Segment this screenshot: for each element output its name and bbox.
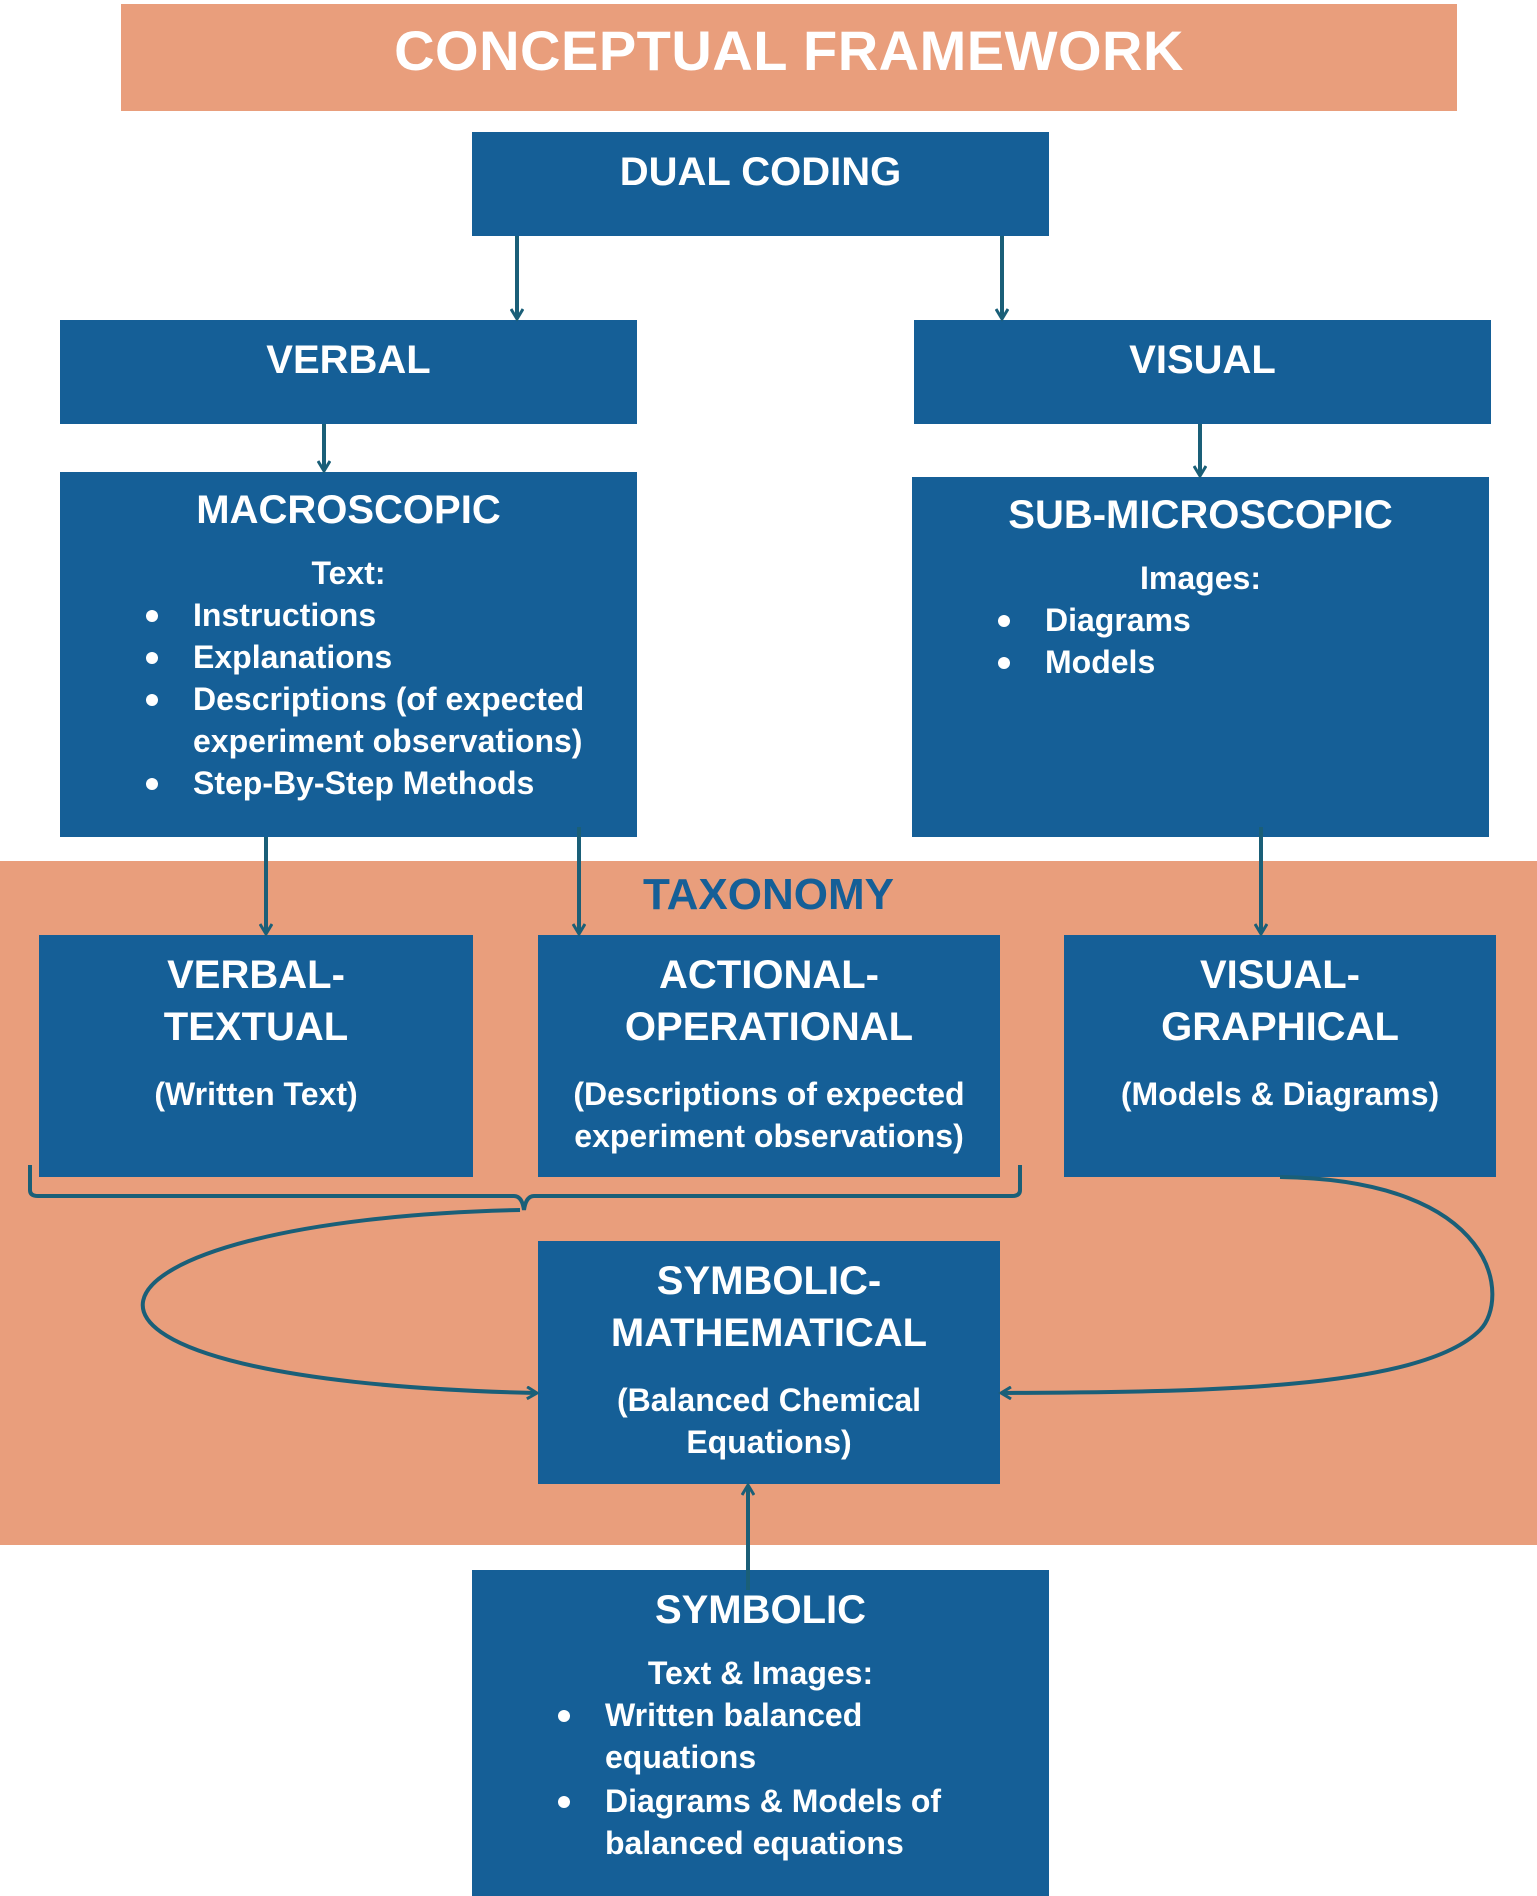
- submicroscopic-box: SUB-MICROSCOPIC Images: Diagrams Models: [912, 477, 1489, 837]
- verbal-textual-box: VERBAL- TEXTUAL (Written Text): [39, 935, 473, 1177]
- list-item: Descriptions (of expected experiment obs…: [146, 678, 617, 762]
- verbal-textual-line2: TEXTUAL: [163, 1005, 349, 1049]
- list-item: Diagrams: [998, 599, 1469, 641]
- macroscopic-box: MACROSCOPIC Text: Instructions Explanati…: [60, 472, 637, 837]
- macroscopic-heading: MACROSCOPIC: [196, 488, 501, 532]
- symbolic-list: Written balanced equations Diagrams & Mo…: [558, 1694, 989, 1864]
- taxonomy-label: TAXONOMY: [643, 870, 894, 919]
- symbolic-mathematical-line1: SYMBOLIC-: [656, 1259, 882, 1303]
- visual-graphical-line1: VISUAL-: [1200, 953, 1360, 997]
- symbolic-mathematical-description: (Balanced Chemical Equations): [616, 1382, 922, 1460]
- submicroscopic-subheading: Images:: [1140, 560, 1261, 596]
- submicroscopic-heading: SUB-MICROSCOPIC: [1008, 493, 1393, 537]
- symbolic-heading: SYMBOLIC: [654, 1588, 867, 1632]
- visual-box: VISUAL: [914, 320, 1491, 424]
- actional-operational-line1: ACTIONAL-: [659, 953, 879, 997]
- verbal-box: VERBAL: [60, 320, 637, 424]
- list-item: Explanations: [146, 636, 617, 678]
- title-band: CONCEPTUAL FRAMEWORK: [121, 4, 1457, 111]
- bracket-verbal-actional: [28, 1165, 1022, 1211]
- verbal-textual-description: (Written Text): [154, 1076, 358, 1112]
- visual-graphical-line2: GRAPHICAL: [1161, 1005, 1399, 1049]
- visual-heading: VISUAL: [1129, 338, 1276, 382]
- macroscopic-subheading: Text:: [311, 555, 386, 591]
- symbolic-mathematical-box: SYMBOLIC- MATHEMATICAL (Balanced Chemica…: [538, 1241, 1000, 1484]
- page-title: CONCEPTUAL FRAMEWORK: [394, 19, 1184, 82]
- submicroscopic-list: Diagrams Models: [998, 599, 1469, 683]
- verbal-textual-line1: VERBAL-: [167, 953, 345, 997]
- dual-coding-box: DUAL CODING: [472, 132, 1049, 236]
- list-item: Models: [998, 641, 1469, 683]
- visual-graphical-box: VISUAL- GRAPHICAL (Models & Diagrams): [1064, 935, 1496, 1177]
- actional-operational-description: (Descriptions of expected experiment obs…: [573, 1076, 965, 1154]
- actional-operational-line2: OPERATIONAL: [624, 1005, 914, 1049]
- symbolic-mathematical-line2: MATHEMATICAL: [610, 1311, 928, 1355]
- list-item: Diagrams & Models of balanced equations: [558, 1780, 989, 1864]
- list-item: Instructions: [146, 594, 617, 636]
- list-item: Step-By-Step Methods: [146, 762, 617, 804]
- macroscopic-list: Instructions Explanations Descriptions (…: [146, 594, 617, 804]
- dual-coding-heading: DUAL CODING: [619, 150, 902, 194]
- curve-visual-graphical-to-symbolic-math: [1002, 1175, 1495, 1393]
- symbolic-subheading: Text & Images:: [647, 1655, 874, 1691]
- visual-graphical-description: (Models & Diagrams): [1120, 1076, 1440, 1112]
- list-item: Written balanced equations: [558, 1694, 989, 1778]
- symbolic-box: SYMBOLIC Text & Images: Written balanced…: [472, 1570, 1049, 1896]
- curve-bracket-to-symbolic-math: [140, 1208, 536, 1393]
- verbal-heading: VERBAL: [266, 338, 431, 382]
- actional-operational-box: ACTIONAL- OPERATIONAL (Descriptions of e…: [538, 935, 1000, 1177]
